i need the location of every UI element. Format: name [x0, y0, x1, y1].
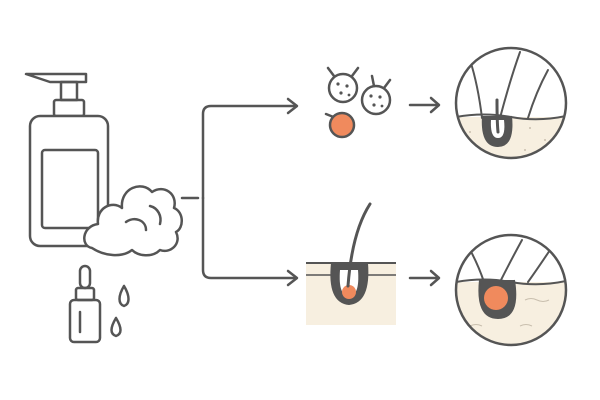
hair-follicle-cross-section-icon: [454, 46, 568, 160]
arrow-right-icon-bottom: [408, 269, 441, 287]
arrow-right-icon: [408, 96, 441, 114]
water-drops-icon: [110, 284, 130, 338]
foam-icon: [83, 185, 183, 257]
bacteria-icon: [324, 66, 392, 139]
germ-orange: [324, 111, 356, 139]
germ-2: [360, 74, 392, 116]
skin-follicle-icon: [306, 202, 396, 325]
inflamed-follicle-cross-section-icon: [454, 233, 568, 347]
dropper-bottle-icon: [68, 264, 102, 344]
germ-1: [326, 66, 360, 104]
branch-arrow-icon: [180, 97, 299, 287]
pump-bottle-icon: [24, 72, 110, 248]
